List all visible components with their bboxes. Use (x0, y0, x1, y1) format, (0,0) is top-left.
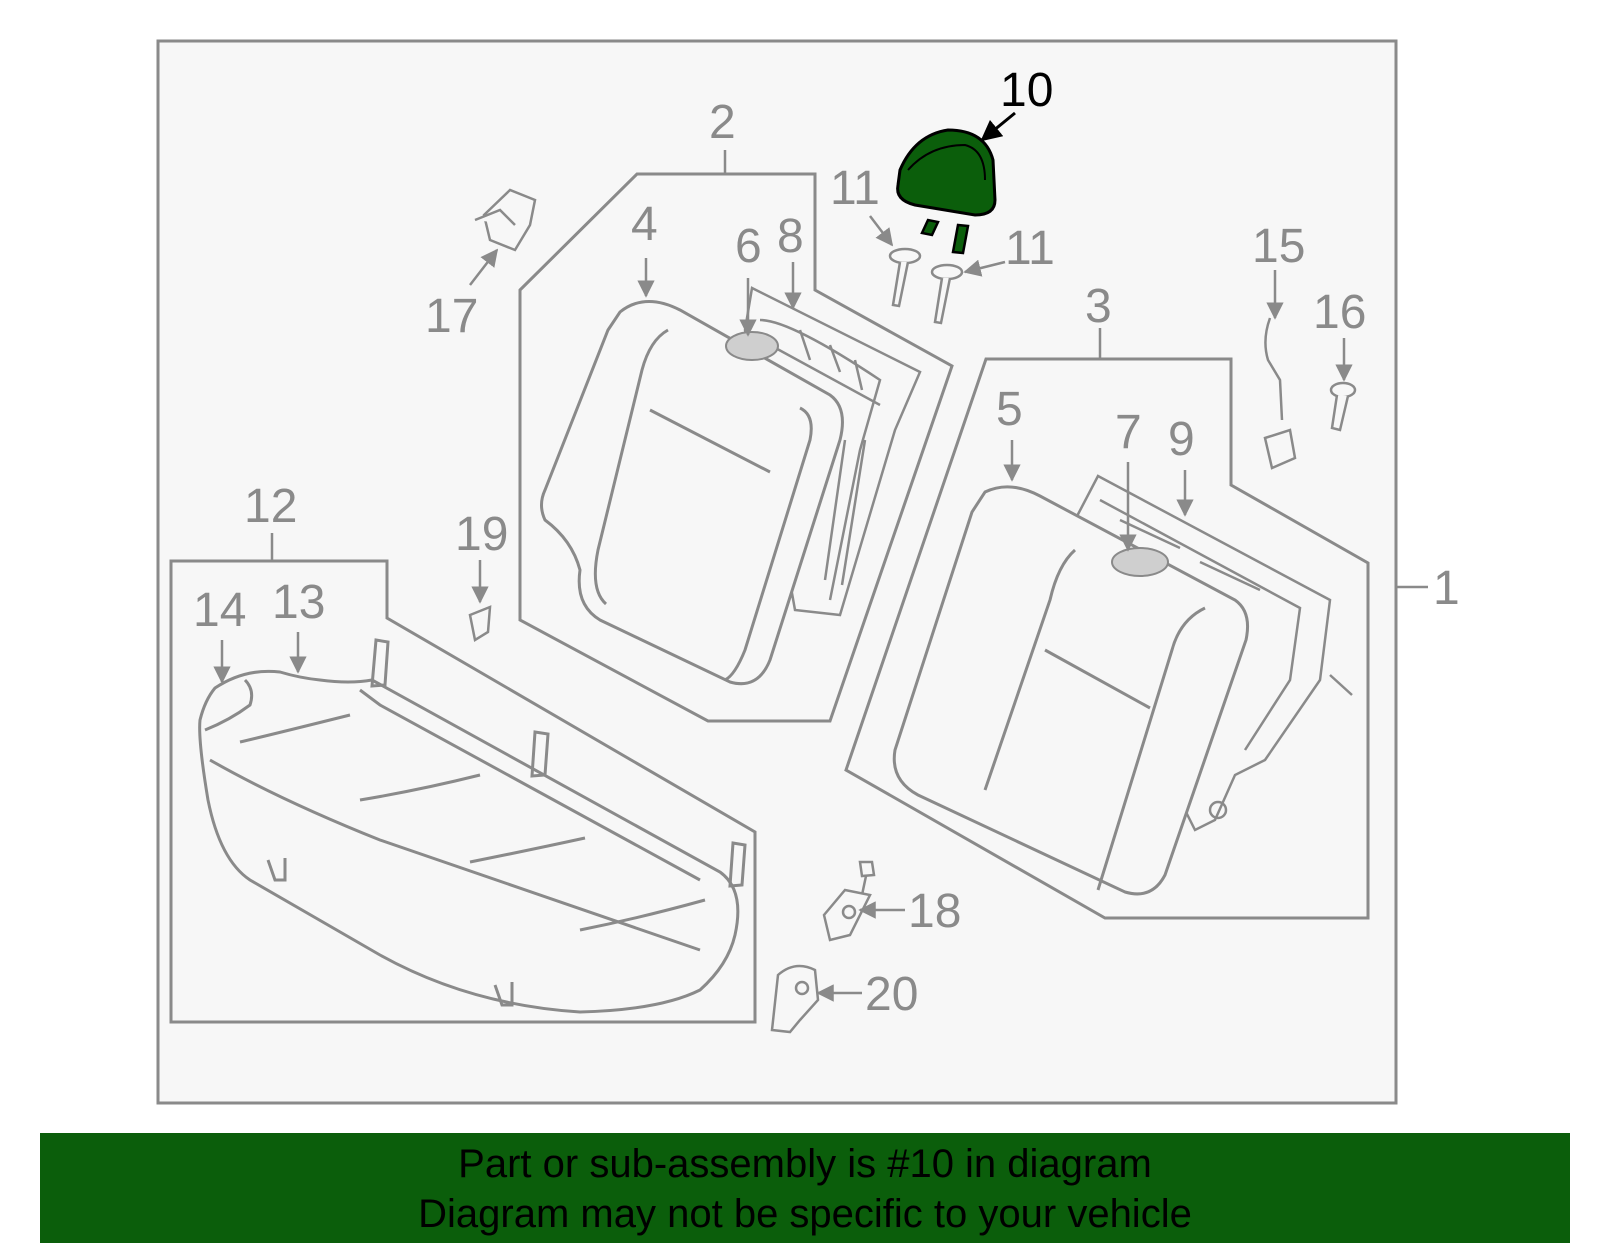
right-heater-pad (1111, 547, 1169, 577)
callout-6: 6 (735, 220, 762, 273)
cable-15 (1263, 317, 1297, 470)
callout-10: 10 (1000, 64, 1053, 117)
left-backrest-cushion (540, 300, 844, 686)
callout-11a: 11 (830, 162, 880, 215)
callout-12: 12 (244, 480, 297, 533)
callout-5: 5 (996, 383, 1023, 436)
callout-19: 19 (455, 508, 508, 561)
callout-17: 17 (425, 290, 478, 343)
callout-18: 18 (908, 885, 961, 938)
headrest-10 (896, 128, 997, 255)
group-outline-12 (169, 559, 757, 1024)
callout-13: 13 (272, 576, 325, 629)
bracket-17 (474, 188, 537, 252)
fastener-16 (1329, 381, 1357, 432)
group-outline-3 (844, 357, 1370, 920)
parts-diagram: 1 2 3 4 5 6 7 8 9 10 11 11 12 13 14 15 1… (156, 39, 1460, 1105)
callout-11b: 11 (1005, 222, 1055, 275)
callout-8: 8 (777, 210, 804, 263)
callout-7: 7 (1115, 406, 1142, 459)
leader-line-10 (980, 111, 1016, 142)
group-outline-2 (518, 172, 954, 723)
callout-14: 14 (193, 584, 246, 637)
callout-1: 1 (1433, 562, 1460, 615)
callout-16: 16 (1313, 286, 1366, 339)
callout-15: 15 (1252, 220, 1305, 273)
leader-lines (213, 150, 1428, 1002)
part-info-banner: Part or sub-assembly is #10 in diagram D… (40, 1133, 1570, 1243)
callout-4: 4 (631, 198, 658, 251)
banner-line-part: Part or sub-assembly is #10 in diagram (458, 1142, 1152, 1186)
callout-2: 2 (709, 96, 736, 149)
cover-20 (770, 964, 820, 1034)
banner-line-disclaimer: Diagram may not be specific to your vehi… (418, 1192, 1192, 1236)
left-heater-pad (725, 331, 779, 361)
seat-cushion (198, 638, 747, 1014)
callout-3: 3 (1085, 280, 1112, 333)
callout-20: 20 (865, 968, 918, 1021)
headrest-guide-left (888, 247, 922, 308)
right-backrest-cushion (892, 485, 1250, 896)
headrest-guide-right (930, 263, 964, 325)
clip-19 (468, 605, 492, 643)
callout-9: 9 (1168, 413, 1195, 466)
